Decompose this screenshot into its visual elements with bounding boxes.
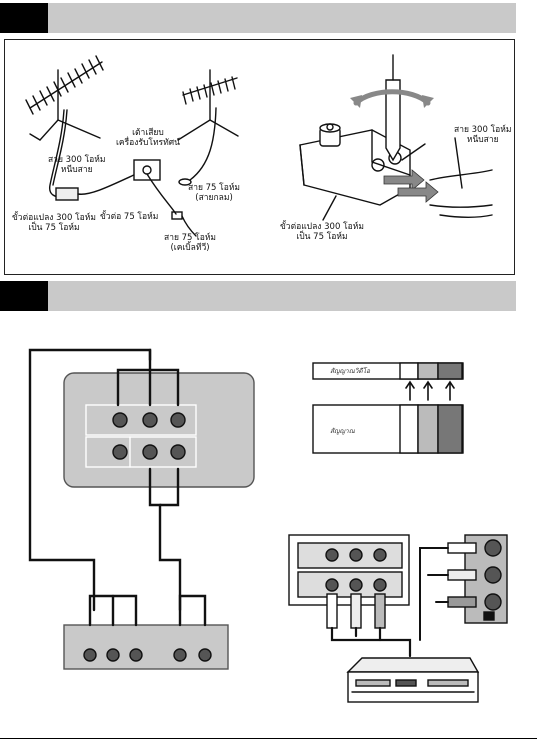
label-small-box-bottom: สัญญาณ	[330, 427, 355, 435]
right-antenna-icon	[177, 69, 239, 141]
vcr-jacks	[83, 648, 212, 662]
section-header-1	[0, 3, 516, 33]
label-wall-outlet: เต้าเสียบ เครื่องรับโทรทัศน์	[116, 128, 180, 148]
section-header-2	[0, 281, 516, 311]
section-header-2-marker	[0, 281, 48, 311]
label-adapter-left: ขั้วต่อแปลง 300 โอห์ม เป็น 75 โอห์ม	[12, 213, 96, 233]
bottom-rule	[0, 738, 537, 739]
section-header-1-marker	[0, 3, 48, 33]
label-plug-75: ขั้วต่อ 75 โอห์ม	[100, 212, 159, 222]
left-antenna-icon	[25, 55, 104, 141]
label-small-box-top: สัญญาณวิดีโอ	[330, 367, 370, 375]
antenna-figure-frame	[4, 39, 515, 275]
label-cable-75: สาย 75 โอห์ม (เคเบิ้ลทีวี)	[164, 233, 217, 253]
label-300ohm-left: สาย 300 โอห์ม หนีบสาย	[48, 155, 106, 175]
label-300ohm-right: สาย 300 โอห์ม หนีบสาย	[454, 125, 512, 145]
tv-jacks	[112, 412, 186, 460]
label-adapter-right: ขั้วต่อแปลง 300 โอห์ม เป็น 75 โอห์ม	[280, 222, 364, 242]
label-coax-75: สาย 75 โอห์ม (สายกลม)	[188, 183, 241, 203]
